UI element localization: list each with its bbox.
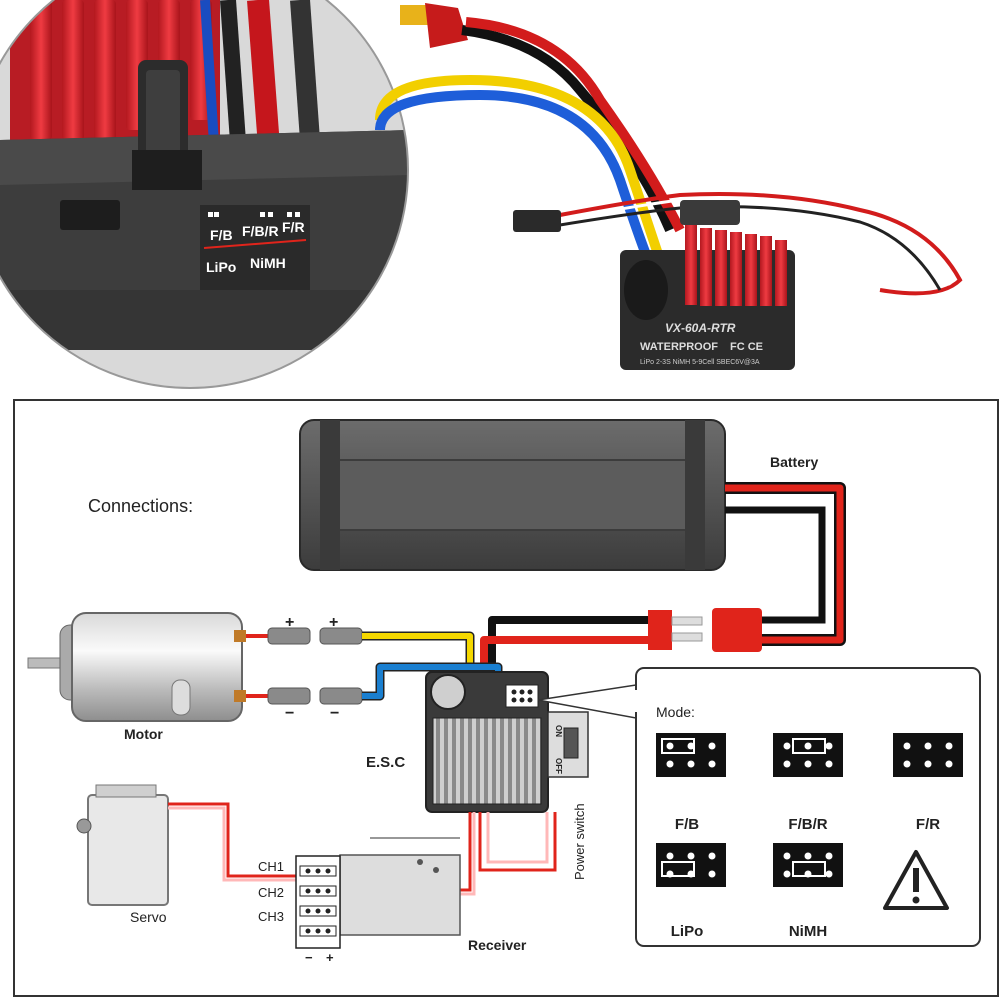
mode-label-fbr: F/B/R bbox=[788, 816, 827, 833]
zoom-label-fbr: F/B/R bbox=[242, 223, 279, 239]
esc-bullet-minus bbox=[319, 687, 363, 705]
zoom-heatsink bbox=[10, 0, 220, 150]
jumper-pin bbox=[903, 760, 911, 768]
jumper-pin bbox=[783, 870, 791, 878]
switch-on-text: ON bbox=[554, 725, 563, 737]
jumper-pin bbox=[945, 742, 953, 750]
esc-label: E.S.C bbox=[366, 754, 405, 771]
jumper-pin bbox=[783, 852, 791, 860]
mode-label-nimh: NiMH bbox=[789, 923, 827, 940]
jumper-pin bbox=[708, 852, 716, 860]
jumper-pin bbox=[804, 760, 812, 768]
jumper-block-nimh bbox=[773, 843, 843, 887]
jumper-pin bbox=[924, 742, 932, 750]
power-switch-label: Power switch bbox=[572, 803, 587, 880]
battery-label: Battery bbox=[770, 454, 818, 470]
warning-triangle-icon bbox=[883, 850, 949, 910]
channel-2-label: CH2 bbox=[258, 885, 284, 900]
esc-product-photo: VX-60A-RTR WATERPROOF FC CE LiPo 2-3S Ni… bbox=[375, 3, 963, 370]
mode-label-lipo: LiPo bbox=[671, 923, 704, 940]
jumper-pin bbox=[825, 760, 833, 768]
power-switch: ON OFF bbox=[547, 711, 589, 778]
jumper-pin bbox=[666, 742, 674, 750]
t-plug-connector bbox=[425, 3, 468, 48]
esc-model-text: VX-60A-RTR bbox=[665, 321, 736, 335]
motor-label: Motor bbox=[124, 726, 163, 742]
esc-capacitor bbox=[430, 674, 466, 710]
jumper-pin bbox=[924, 760, 932, 768]
servo bbox=[76, 784, 169, 906]
jumper-pin bbox=[804, 742, 812, 750]
motor-bullet-plus bbox=[267, 627, 311, 645]
zoom-circle: F/B F/B/R F/R LiPo NiMH bbox=[0, 0, 409, 389]
receiver bbox=[295, 837, 461, 949]
jumper-pin bbox=[825, 742, 833, 750]
receiver-minus-sign: − bbox=[305, 950, 313, 965]
zoom-label-lipo: LiPo bbox=[206, 259, 236, 275]
esc-specs-text: LiPo 2-3S NiMH 5-9Cell SBEC6V@3A bbox=[640, 359, 760, 366]
jumper-pin bbox=[783, 742, 791, 750]
jumper-pin bbox=[687, 742, 695, 750]
jumper-pin bbox=[783, 760, 791, 768]
jumper-pin bbox=[708, 760, 716, 768]
jumper-block-lipo bbox=[656, 843, 726, 887]
jumper-block-fbr bbox=[773, 733, 843, 777]
channel-1-label: CH1 bbox=[258, 859, 284, 874]
jumper-pin bbox=[825, 870, 833, 878]
switch-off-text: OFF bbox=[554, 758, 563, 774]
servo-label: Servo bbox=[130, 909, 167, 925]
zoom-mode-label: F/B F/B/R F/R LiPo NiMH bbox=[200, 205, 310, 295]
jumper-pin bbox=[687, 870, 695, 878]
zoom-jumper bbox=[132, 60, 202, 190]
battery-t-plug bbox=[648, 608, 762, 652]
channel-3-label: CH3 bbox=[258, 909, 284, 924]
jumper-cap bbox=[792, 738, 826, 754]
motor-plus-sign-2: + bbox=[329, 614, 338, 631]
jumper-pin bbox=[666, 852, 674, 860]
zoom-label-fr: F/R bbox=[282, 219, 305, 235]
mode-title: Mode: bbox=[656, 704, 695, 720]
zoom-label-nimh: NiMH bbox=[250, 255, 286, 271]
jumper-block-fb bbox=[656, 733, 726, 777]
jumper-pin bbox=[687, 852, 695, 860]
battery bbox=[299, 419, 726, 571]
receiver-plus-sign: + bbox=[326, 950, 334, 965]
motor bbox=[27, 612, 246, 722]
jumper-block-fr bbox=[893, 733, 963, 777]
mode-label-fr: F/R bbox=[916, 816, 940, 833]
motor-minus-sign-1: − bbox=[285, 705, 294, 722]
jumper-pin bbox=[687, 760, 695, 768]
jumper-pin bbox=[804, 852, 812, 860]
zoom-label-fb: F/B bbox=[210, 227, 233, 243]
jumper-pin bbox=[666, 760, 674, 768]
motor-minus-sign-2: − bbox=[330, 705, 339, 722]
esc-bullet-plus bbox=[319, 627, 363, 645]
diagram-frame bbox=[13, 399, 999, 997]
esc bbox=[425, 671, 549, 813]
servo-plug bbox=[513, 210, 561, 232]
jumper-pin bbox=[666, 870, 674, 878]
jumper-cap bbox=[661, 861, 695, 877]
jumper-pin bbox=[708, 870, 716, 878]
motor-bullet-minus bbox=[267, 687, 311, 705]
jumper-pin bbox=[903, 742, 911, 750]
receiver-pins bbox=[299, 865, 337, 937]
esc-cert-text: FC CE bbox=[730, 341, 763, 353]
jumper-pin bbox=[708, 742, 716, 750]
photo-heatsink bbox=[685, 225, 787, 306]
photo-capacitor bbox=[624, 260, 668, 320]
esc-waterproof-text: WATERPROOF bbox=[640, 341, 718, 353]
motor-plus-sign-1: + bbox=[285, 614, 294, 631]
t-plug-pin bbox=[400, 5, 428, 25]
receiver-label: Receiver bbox=[468, 937, 527, 953]
photo-switch bbox=[680, 200, 740, 225]
connections-title: Connections: bbox=[88, 496, 193, 516]
jumper-pin bbox=[945, 760, 953, 768]
jumper-pin bbox=[825, 852, 833, 860]
mode-jumpers bbox=[656, 733, 963, 887]
mode-label-fb: F/B bbox=[675, 816, 699, 833]
jumper-pin bbox=[804, 870, 812, 878]
esc-jumper-header bbox=[505, 684, 539, 708]
